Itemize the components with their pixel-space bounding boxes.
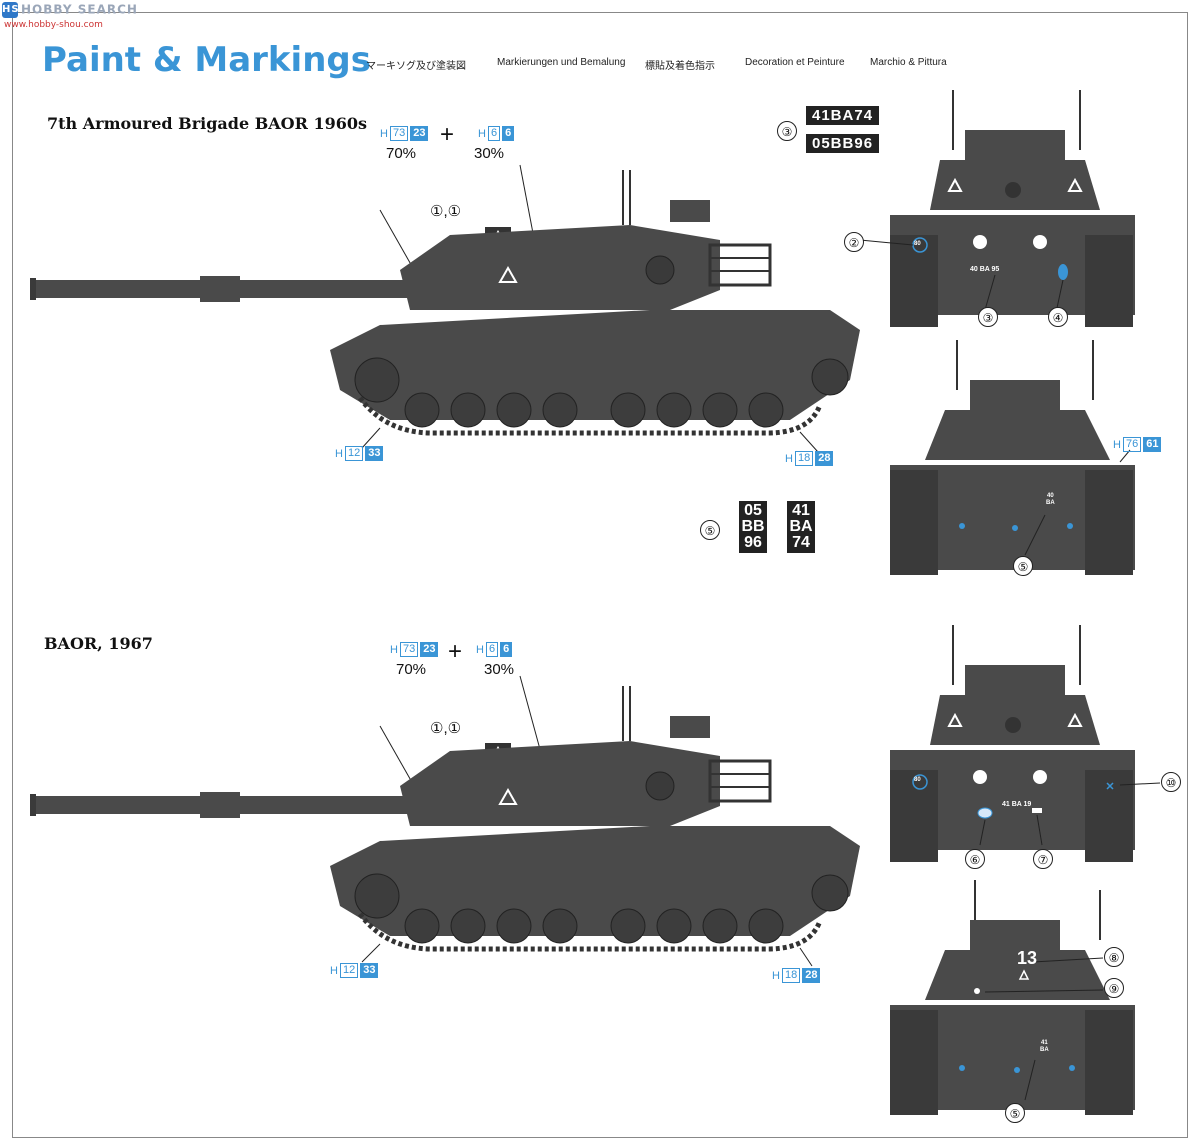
- section1-paint-color2: H 6 6: [478, 126, 515, 141]
- paint-fill: 23: [420, 642, 439, 657]
- paint-code: 18: [794, 451, 814, 466]
- vplate-line: 41: [792, 502, 810, 519]
- section2-title: BAOR, 1967: [44, 634, 153, 653]
- paint-fill: 23: [410, 126, 429, 141]
- paint-code: 12: [344, 446, 364, 461]
- section2-rear-view-tank: [890, 880, 1135, 1115]
- rear-callout-8: ⑧: [1104, 947, 1124, 967]
- hobby-search-logo-icon: HS: [2, 2, 19, 18]
- section1-side-view-tank: [30, 164, 860, 453]
- section2-paint-color1: H 73 23: [390, 642, 439, 657]
- page-frame: [12, 12, 1188, 1138]
- section1-front-plate: 40 BA 95: [970, 266, 1000, 273]
- paint-fill: 6: [500, 642, 513, 657]
- section2-track-right-paint: H 18 28: [772, 968, 821, 983]
- front-callout-6: ⑥: [965, 849, 985, 869]
- subtitle-japanese: マーキソグ及び塗装図: [366, 61, 466, 72]
- front-callout-2: ②: [844, 232, 864, 252]
- paint-h: H: [476, 643, 484, 656]
- paint-code: 6: [485, 642, 499, 657]
- front-callout-3: ③: [978, 307, 998, 327]
- front-callout-7: ⑦: [1033, 849, 1053, 869]
- rear-plate-line: BA: [1040, 1047, 1049, 1053]
- section2-front-view-tank: [890, 625, 1161, 862]
- section2-pct1: 70%: [396, 661, 427, 678]
- section1-track-left-paint: H 12 33: [335, 446, 384, 461]
- section1-plus: +: [440, 121, 455, 148]
- paint-fill: 33: [360, 963, 379, 978]
- section2-rear-plate: 41 BA: [1040, 1040, 1049, 1054]
- paint-fill: 28: [815, 451, 834, 466]
- vplate-line: BB: [741, 518, 765, 535]
- section1-title: 7th Armoured Brigade BAOR 1960s: [47, 114, 367, 133]
- section1-rear-view-tank: [890, 340, 1135, 575]
- paint-code: 73: [399, 642, 419, 657]
- paint-h: H: [478, 127, 486, 140]
- vplate-line: 96: [744, 534, 762, 551]
- paint-h: H: [785, 452, 793, 465]
- section2-pct2: 30%: [484, 661, 515, 678]
- section2-paint-color2: H 6 6: [476, 642, 513, 657]
- section2-front-plate: 41 BA 19: [1002, 801, 1032, 808]
- section1-front-view-tank: [859, 90, 1135, 327]
- section1-pct1: 70%: [386, 145, 417, 162]
- section1-turret-decal-callout: ①,①: [430, 203, 462, 220]
- plate-05bb96: 05BB96: [806, 134, 880, 153]
- section1-rear-paint: H 76 61: [1113, 437, 1162, 452]
- paint-h: H: [772, 969, 780, 982]
- section2-side-view-tank: [30, 675, 860, 967]
- vplate-left: 05 BB 96: [739, 501, 767, 553]
- watermark-url: www.hobby-shou.com: [4, 20, 103, 30]
- section2-front-badge: 80: [914, 777, 921, 783]
- subtitle-italian: Marchio & Pittura: [870, 57, 947, 68]
- paint-code: 12: [339, 963, 359, 978]
- paint-fill: 33: [365, 446, 384, 461]
- section2-turret-decal-callout: ①,①: [430, 720, 462, 737]
- section1-pct2: 30%: [474, 145, 505, 162]
- rear-callout-5: ⑤: [1013, 556, 1033, 576]
- paint-code: 73: [389, 126, 409, 141]
- paint-h: H: [1113, 438, 1121, 451]
- paint-fill: 61: [1143, 437, 1162, 452]
- section2-track-left-paint: H 12 33: [330, 963, 379, 978]
- section1-track-right-paint: H 18 28: [785, 451, 834, 466]
- rear-plate-line: 41: [1040, 1040, 1048, 1046]
- paint-h: H: [335, 447, 343, 460]
- front-callout-10: ⑩: [1161, 772, 1181, 792]
- vplate-callout-5: ⑤: [700, 520, 720, 540]
- section2-plus: +: [448, 638, 463, 665]
- paint-code: 76: [1122, 437, 1142, 452]
- paint-h: H: [390, 643, 398, 656]
- vplate-line: 74: [792, 534, 810, 551]
- paint-code: 6: [487, 126, 501, 141]
- watermark: HSHOBBY SEARCH www.hobby-shou.com: [2, 2, 138, 30]
- paint-fill: 28: [802, 968, 821, 983]
- section1-rear-plate: 40 BA: [1046, 493, 1055, 507]
- section2-rear-number: 13: [1017, 948, 1038, 968]
- rear-plate-line: 40: [1046, 493, 1054, 499]
- rear-callout-5: ⑤: [1005, 1103, 1025, 1123]
- page-title: Paint & Markings: [42, 40, 371, 80]
- rear-plate-line: BA: [1046, 500, 1055, 506]
- paint-code: 18: [781, 968, 801, 983]
- rear-callout-9: ⑨: [1104, 978, 1124, 998]
- section1-paint-color1: H 73 23: [380, 126, 429, 141]
- subtitle-chinese: 標貼及着色指示: [645, 61, 715, 72]
- plate-41ba74: 41BA74: [806, 106, 880, 125]
- front-callout-4: ④: [1048, 307, 1068, 327]
- paint-h: H: [380, 127, 388, 140]
- vplate-line: BA: [789, 518, 813, 535]
- plate-callout-3: ③: [777, 121, 797, 141]
- paint-h: H: [330, 964, 338, 977]
- vplate-line: 05: [744, 502, 762, 519]
- subtitle-french: Decoration et Peinture: [745, 57, 845, 68]
- watermark-text: HOBBY SEARCH: [21, 2, 138, 17]
- vplate-right: 41 BA 74: [787, 501, 815, 553]
- subtitle-german: Markierungen und Bemalung: [497, 57, 626, 68]
- section1-front-badge: 80: [914, 241, 921, 247]
- paint-fill: 6: [502, 126, 515, 141]
